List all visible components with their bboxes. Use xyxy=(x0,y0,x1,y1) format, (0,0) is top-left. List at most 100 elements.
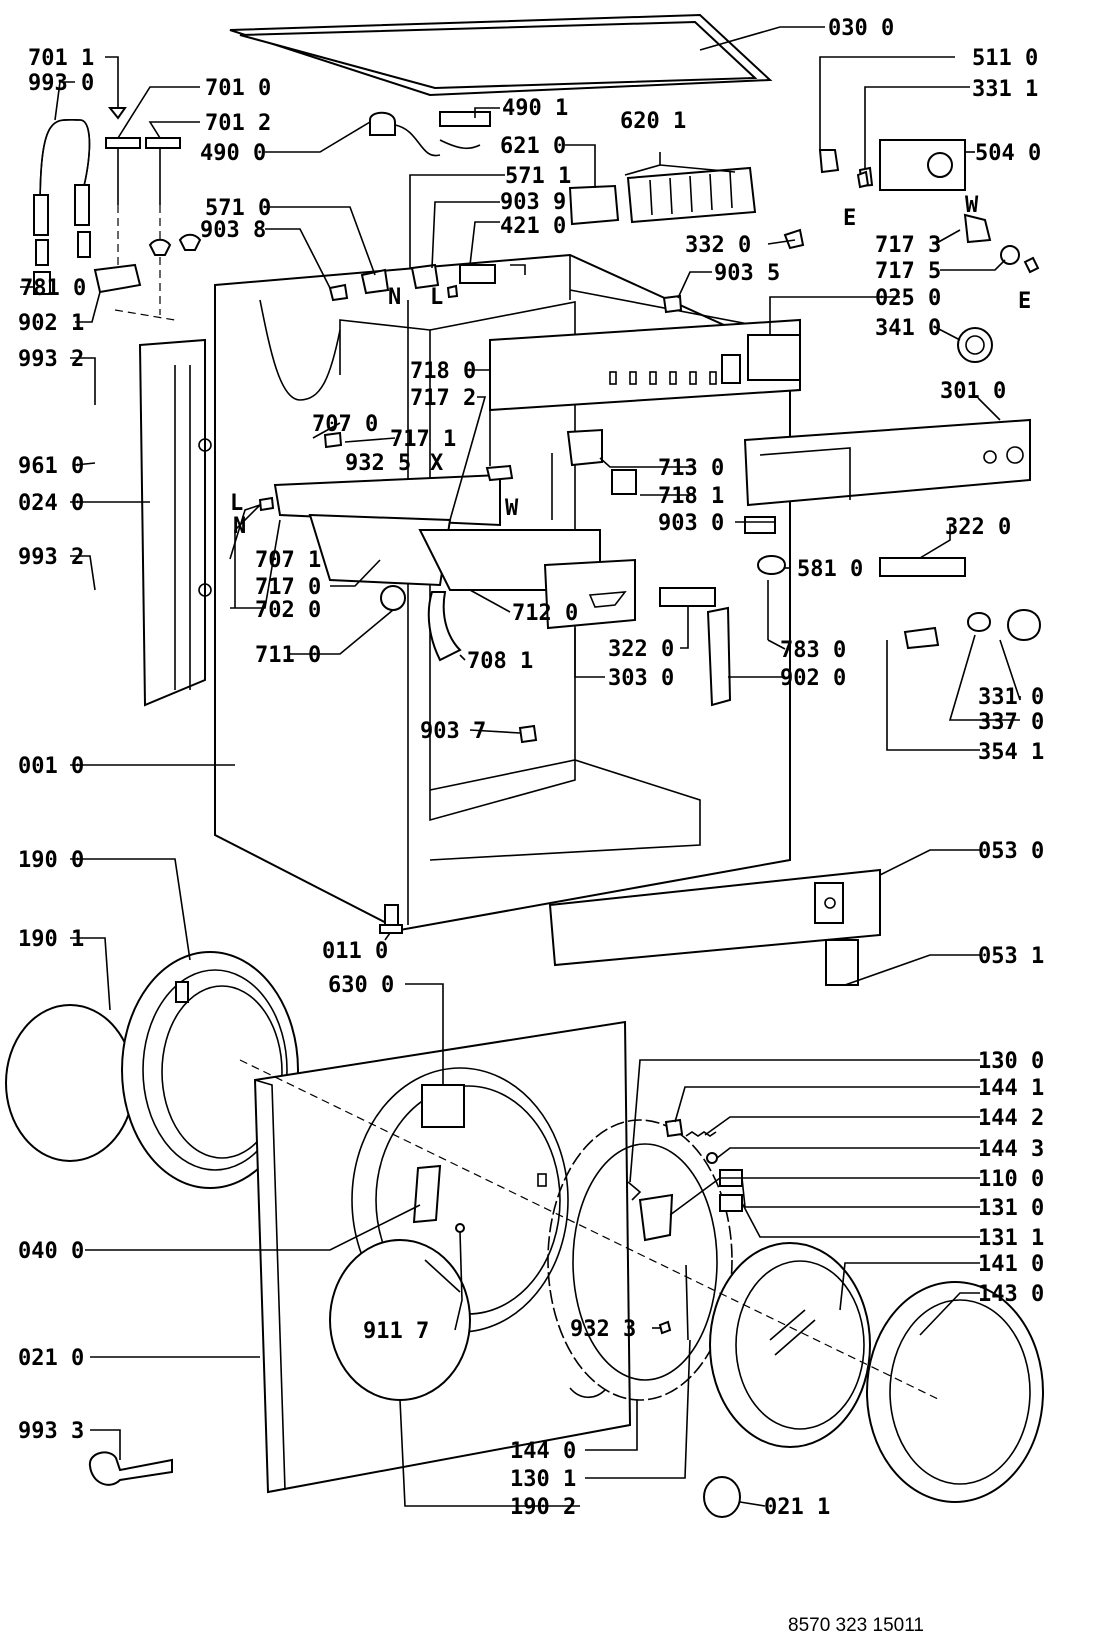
marker-l-1: L xyxy=(430,285,443,310)
label-718-1: 718 1 xyxy=(658,484,724,509)
label-322-0-b: 322 0 xyxy=(608,637,674,662)
marker-w-1: W xyxy=(965,193,979,218)
label-717-1: 717 1 xyxy=(390,427,456,452)
front-panel-drawing xyxy=(253,1020,632,1494)
label-354-1: 354 1 xyxy=(978,740,1044,765)
label-011-0: 011 0 xyxy=(322,939,388,964)
label-024-0: 024 0 xyxy=(18,491,84,516)
label-110-0: 110 0 xyxy=(978,1167,1044,1192)
label-331-1: 331 1 xyxy=(972,77,1038,102)
label-021-0: 021 0 xyxy=(18,1346,84,1371)
label-144-2: 144 2 xyxy=(978,1106,1044,1131)
label-630-0: 630 0 xyxy=(328,973,394,998)
label-961-0: 961 0 xyxy=(18,454,84,479)
marker-n-1: N xyxy=(388,285,401,310)
label-190-0: 190 0 xyxy=(18,848,84,873)
door-glass-drawing xyxy=(709,1242,1044,1503)
label-490-0: 490 0 xyxy=(200,141,266,166)
label-712-0: 712 0 xyxy=(512,601,578,626)
marker-n-2: N xyxy=(233,514,246,539)
leader-lines xyxy=(20,26,1021,1507)
label-141-0: 141 0 xyxy=(978,1252,1044,1277)
label-993-0: 993 0 xyxy=(28,71,94,96)
label-021-1: 021 1 xyxy=(764,1495,830,1520)
part-drawings xyxy=(5,13,1044,1518)
label-322-0-a: 322 0 xyxy=(945,515,1011,540)
label-932-3: 932 3 xyxy=(570,1317,636,1342)
label-993-2-a: 993 2 xyxy=(18,347,84,372)
wire-markers: E E W W N L X L N xyxy=(230,193,1031,539)
label-711-0: 711 0 xyxy=(255,643,321,668)
marker-x-1: X xyxy=(430,451,443,476)
label-341-0: 341 0 xyxy=(875,316,941,341)
label-130-0: 130 0 xyxy=(978,1049,1044,1074)
label-903-8: 903 8 xyxy=(200,218,266,243)
label-144-0: 144 0 xyxy=(510,1439,576,1464)
label-421-0: 421 0 xyxy=(500,214,566,239)
label-331-0: 331 0 xyxy=(978,685,1044,710)
part-labels: 030 0 511 0 331 1 504 0 701 1 993 0 701 … xyxy=(18,16,1044,1520)
label-702-0: 702 0 xyxy=(255,598,321,623)
label-571-0: 571 0 xyxy=(205,196,271,221)
marker-e-2: E xyxy=(1018,289,1031,314)
label-053-1: 053 1 xyxy=(978,944,1044,969)
label-337-0: 337 0 xyxy=(978,710,1044,735)
label-993-2-b: 993 2 xyxy=(18,545,84,570)
label-144-3: 144 3 xyxy=(978,1137,1044,1162)
label-040-0: 040 0 xyxy=(18,1239,84,1264)
label-707-1: 707 1 xyxy=(255,548,321,573)
label-718-0: 718 0 xyxy=(410,359,476,384)
label-707-0: 707 0 xyxy=(312,412,378,437)
label-717-0: 717 0 xyxy=(255,575,321,600)
label-903-0: 903 0 xyxy=(658,511,724,536)
label-783-0: 783 0 xyxy=(780,638,846,663)
label-708-1: 708 1 xyxy=(467,649,533,674)
label-504-0: 504 0 xyxy=(975,141,1041,166)
label-190-1: 190 1 xyxy=(18,927,84,952)
label-701-1: 701 1 xyxy=(28,46,94,71)
dispenser-drawing xyxy=(273,473,636,662)
label-717-5: 717 5 xyxy=(875,259,941,284)
label-701-0: 701 0 xyxy=(205,76,271,101)
label-131-1: 131 1 xyxy=(978,1226,1044,1251)
label-030-0: 030 0 xyxy=(828,16,894,41)
label-902-0: 902 0 xyxy=(780,666,846,691)
label-911-7: 911 7 xyxy=(363,1319,429,1344)
label-621-0: 621 0 xyxy=(500,134,566,159)
label-511-0: 511 0 xyxy=(972,46,1038,71)
label-301-0: 301 0 xyxy=(940,379,1006,404)
label-131-0: 131 0 xyxy=(978,1196,1044,1221)
label-993-3: 993 3 xyxy=(18,1419,84,1444)
label-713-0: 713 0 xyxy=(658,456,724,481)
marker-l-2: L xyxy=(230,491,243,516)
label-332-0: 332 0 xyxy=(685,233,751,258)
label-190-2: 190 2 xyxy=(510,1495,576,1520)
label-903-7: 903 7 xyxy=(420,719,486,744)
label-130-1: 130 1 xyxy=(510,1467,576,1492)
label-143-0: 143 0 xyxy=(978,1282,1044,1307)
label-902-1: 902 1 xyxy=(18,311,84,336)
label-053-0: 053 0 xyxy=(978,839,1044,864)
label-903-9: 903 9 xyxy=(500,190,566,215)
door-seal-drawing xyxy=(5,951,299,1189)
label-025-0: 025 0 xyxy=(875,286,941,311)
label-903-5: 903 5 xyxy=(714,261,780,286)
label-144-1: 144 1 xyxy=(978,1076,1044,1101)
label-932-5: 932 5 xyxy=(345,451,411,476)
document-number: 8570 323 15011 xyxy=(788,1615,924,1636)
marker-w-2: W xyxy=(505,496,519,521)
label-717-2: 717 2 xyxy=(410,386,476,411)
label-303-0: 303 0 xyxy=(608,666,674,691)
label-001-0: 001 0 xyxy=(18,754,84,779)
marker-e-1: E xyxy=(843,206,856,231)
label-581-0: 581 0 xyxy=(797,557,863,582)
label-571-1: 571 1 xyxy=(505,164,571,189)
label-490-1: 490 1 xyxy=(502,96,568,121)
back-panel-drawing xyxy=(138,338,206,707)
label-717-3: 717 3 xyxy=(875,233,941,258)
label-620-1: 620 1 xyxy=(620,109,686,134)
door-frame-drawing xyxy=(547,1119,743,1401)
label-781-0: 781 0 xyxy=(20,276,86,301)
